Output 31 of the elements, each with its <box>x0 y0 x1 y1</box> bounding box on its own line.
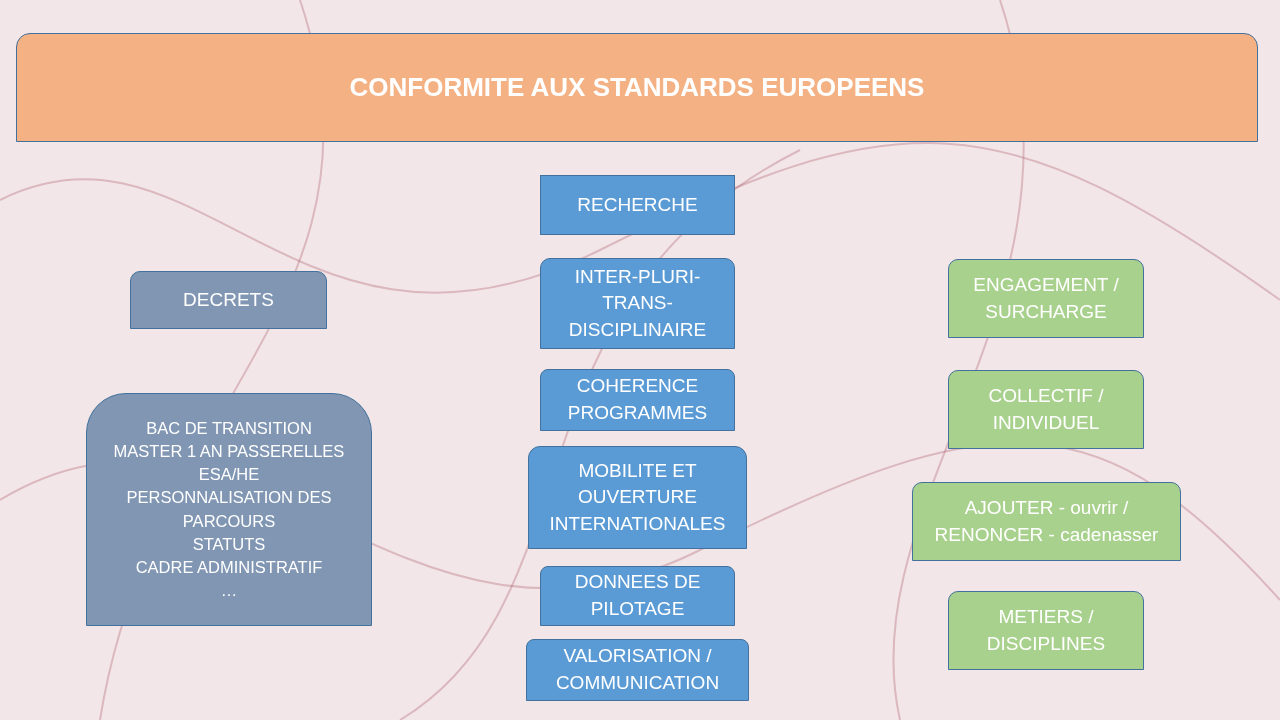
box-label: DECRETS <box>183 287 274 312</box>
box-label: ENGAGEMENT / SURCHARGE <box>972 272 1120 324</box>
category-box <box>948 370 1144 449</box>
category-box <box>540 566 735 626</box>
box-label: COHERENCE PROGRAMMES <box>566 374 709 425</box>
category-box <box>948 259 1144 338</box>
category-box <box>540 369 735 431</box>
list-item: PERSONNALISATION DES PARCOURS <box>125 487 333 532</box>
box-label: COLLECTIF / INDIVIDUEL <box>987 383 1105 435</box>
category-box <box>130 271 327 329</box>
box-label: INTER-PLURI- TRANS- DISCIPLINAIRE <box>567 264 708 342</box>
box-label: METIERS / DISCIPLINES <box>985 604 1107 656</box>
list-item: … <box>220 579 238 601</box>
box-label: MOBILITE ET OUVERTURE INTERNATIONALES <box>548 458 727 536</box>
box-label: DONNEES DE PILOTAGE <box>573 570 702 621</box>
list-item: BAC DE TRANSITION <box>146 418 312 440</box>
box-label: VALORISATION / COMMUNICATION <box>554 644 721 695</box>
list-item: CADRE ADMINISTRATIF <box>135 556 323 578</box>
category-box <box>528 446 747 549</box>
box-label: RECHERCHE <box>577 192 698 217</box>
box-label: AJOUTER - ouvrir / RENONCER - cadenasser <box>933 495 1160 547</box>
heading-text: CONFORMITE AUX STANDARDS EUROPEENS <box>349 71 925 105</box>
category-box <box>912 482 1181 561</box>
heading-banner <box>16 33 1258 142</box>
category-box <box>540 258 735 349</box>
list-item: MASTER 1 AN PASSERELLES ESA/HE <box>112 441 346 486</box>
list-box <box>86 393 372 626</box>
category-box <box>540 175 735 235</box>
category-box <box>526 639 749 701</box>
list-item: STATUTS <box>192 533 266 555</box>
category-box <box>948 591 1144 670</box>
